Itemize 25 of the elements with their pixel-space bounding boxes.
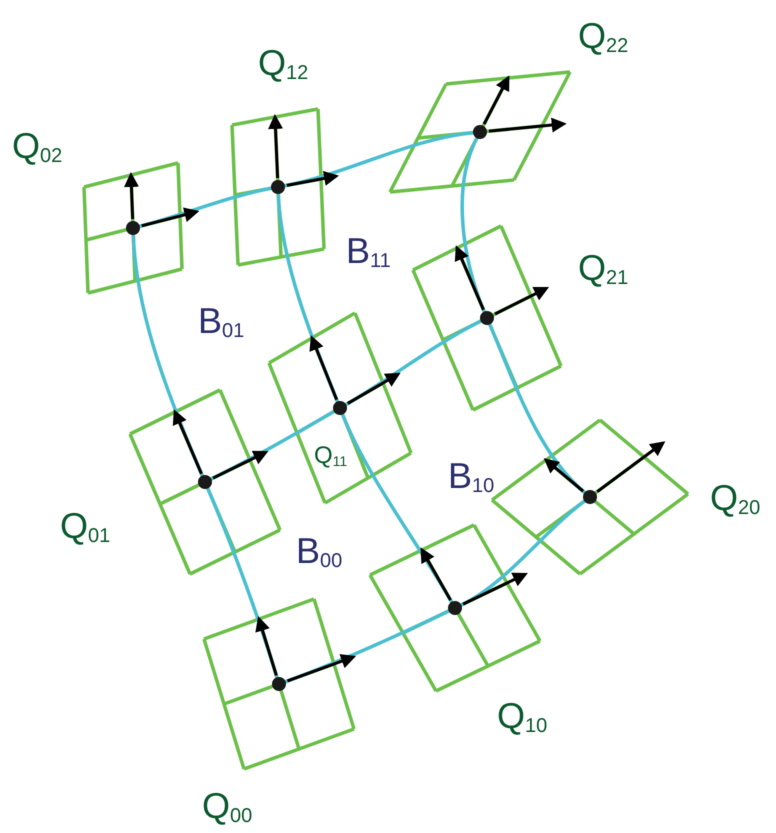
- curve: [460, 138, 486, 312]
- curve: [345, 320, 482, 406]
- point-label: Q$_{10}$: [497, 698, 548, 736]
- curve: [284, 130, 474, 188]
- curve: [341, 414, 453, 603]
- curve: [132, 234, 204, 476]
- curve: [488, 324, 586, 494]
- point-label: Q$_{01}$: [60, 508, 110, 546]
- curve: [206, 488, 279, 678]
- point-label: Q$_{12}$: [258, 45, 308, 83]
- point-label: Q$_{00}$: [202, 788, 252, 826]
- point-label: Q$_{21}$: [578, 250, 628, 288]
- point-label: Q$_{02}$: [12, 128, 62, 166]
- point-label: Q$_{20}$: [710, 480, 760, 518]
- curve: [139, 186, 272, 228]
- point-label: Q$_{11}$: [314, 444, 348, 468]
- patch-label: B$_{10}$: [448, 458, 494, 496]
- patch-label: B$_{11}$: [346, 233, 391, 271]
- curve: [276, 194, 340, 402]
- curve: [285, 609, 450, 684]
- point-label: Q$_{22}$: [578, 18, 628, 56]
- patch-label: B$_{01}$: [198, 303, 244, 341]
- curve: [460, 500, 586, 607]
- patch-label: B$_{00}$: [296, 533, 342, 571]
- curve: [210, 410, 335, 480]
